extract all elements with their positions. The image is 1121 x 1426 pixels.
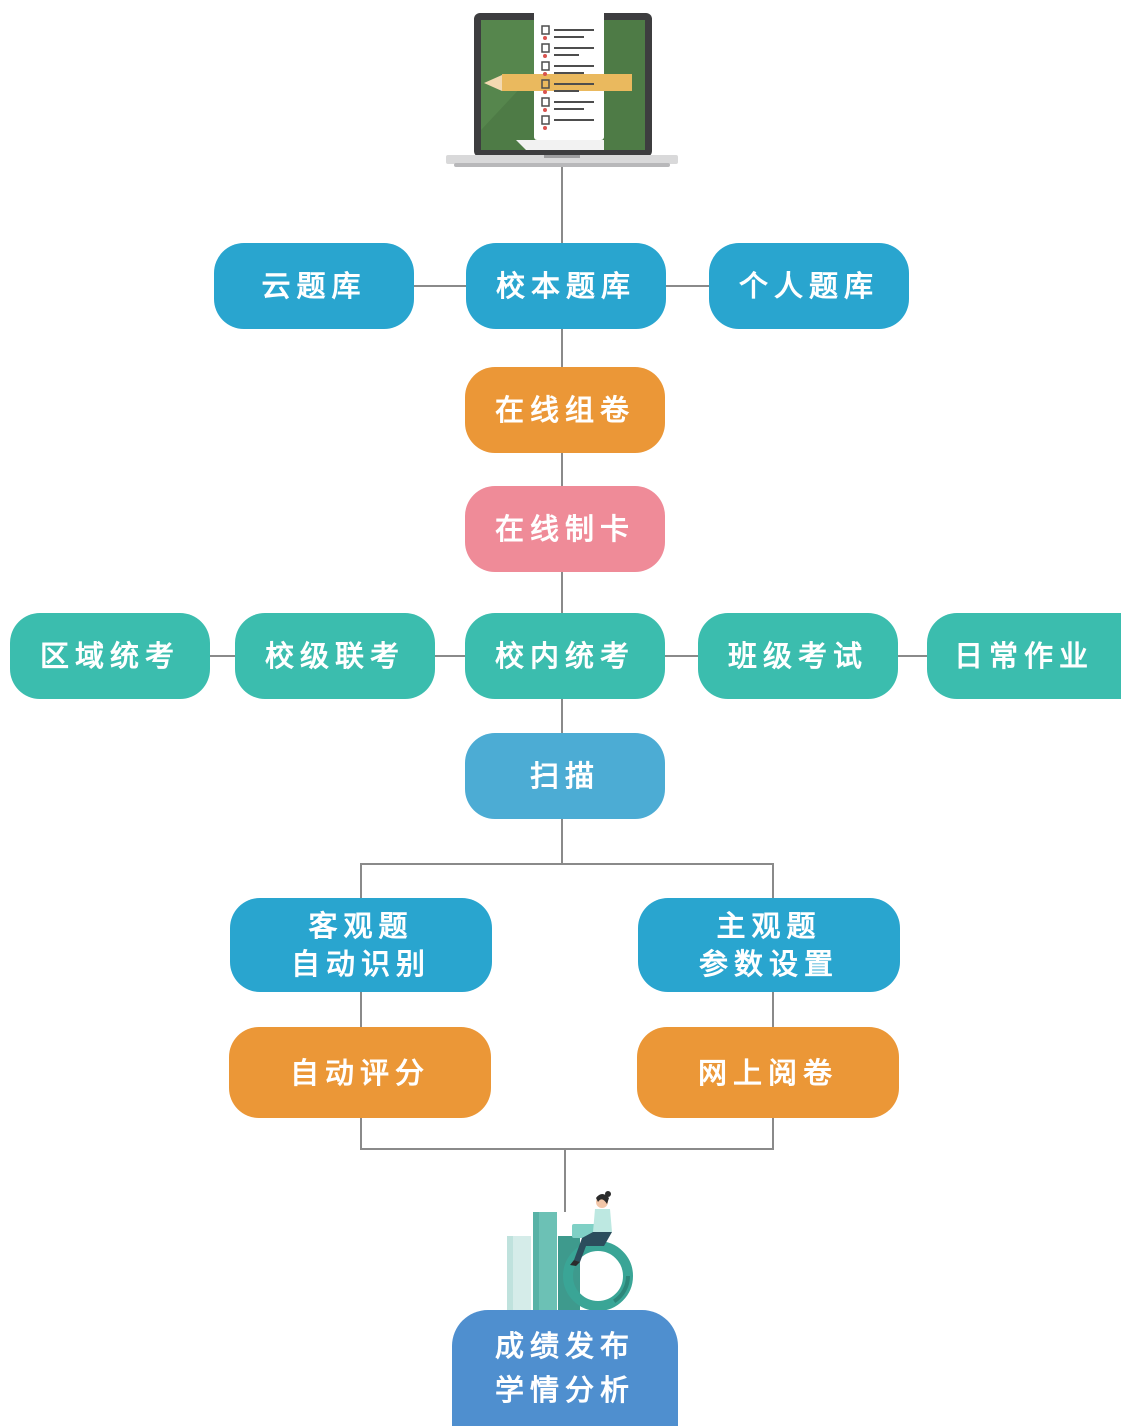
connector-bank-to-compose [561,328,563,368]
inter-school-exam-node: 校级联考 [235,613,435,699]
subjective-line-2: 参数设置 [698,947,839,981]
class-exam-node: 班级考试 [698,613,898,699]
objective-line-2: 自动识别 [290,947,431,981]
connector-compose-to-card [561,452,563,487]
cloud-question-bank: 云题库 [214,243,414,329]
online-card-making-node: 在线制卡 [465,486,665,572]
connector-subjective-to-marking [772,990,774,1028]
connector-merge-right [772,1116,774,1149]
connector-split-horizontal [360,863,774,865]
personal-question-bank: 个人题库 [709,243,909,329]
in-school-exam-node: 校内统考 [465,613,665,699]
online-compose-node: 在线组卷 [465,367,665,453]
connector-card-to-exam [561,571,563,614]
school-question-bank: 校本题库 [466,243,666,329]
subjective-settings-node: 主观题 参数设置 [638,898,900,992]
connector-scan-down [561,818,563,864]
connector-merge-left [360,1116,362,1149]
result-line-1: 成绩发布 [494,1329,635,1363]
daily-homework-node: 日常作业 [927,613,1121,699]
connector-split-left [360,863,362,900]
result-line-2: 学情分析 [494,1373,635,1407]
connector-split-right [772,863,774,900]
online-marking-node: 网上阅卷 [637,1027,899,1118]
connector-merge-down [564,1148,566,1212]
subjective-line-1: 主观题 [716,909,822,943]
auto-grading-node: 自动评分 [229,1027,491,1118]
connector-merge-horizontal [360,1148,774,1150]
objective-line-1: 客观题 [308,909,414,943]
scan-node: 扫描 [465,733,665,819]
objective-recognition-node: 客观题 自动识别 [230,898,492,992]
bar-chart-person-icon [500,1190,645,1315]
connector-objective-to-auto [360,990,362,1028]
connector-laptop-to-school-bank [561,166,563,244]
laptop-checklist-icon [444,10,680,170]
connector-exam-to-scan [561,698,563,734]
regional-exam-node: 区域统考 [10,613,210,699]
result-publish-analysis-node: 成绩发布 学情分析 [452,1310,678,1426]
